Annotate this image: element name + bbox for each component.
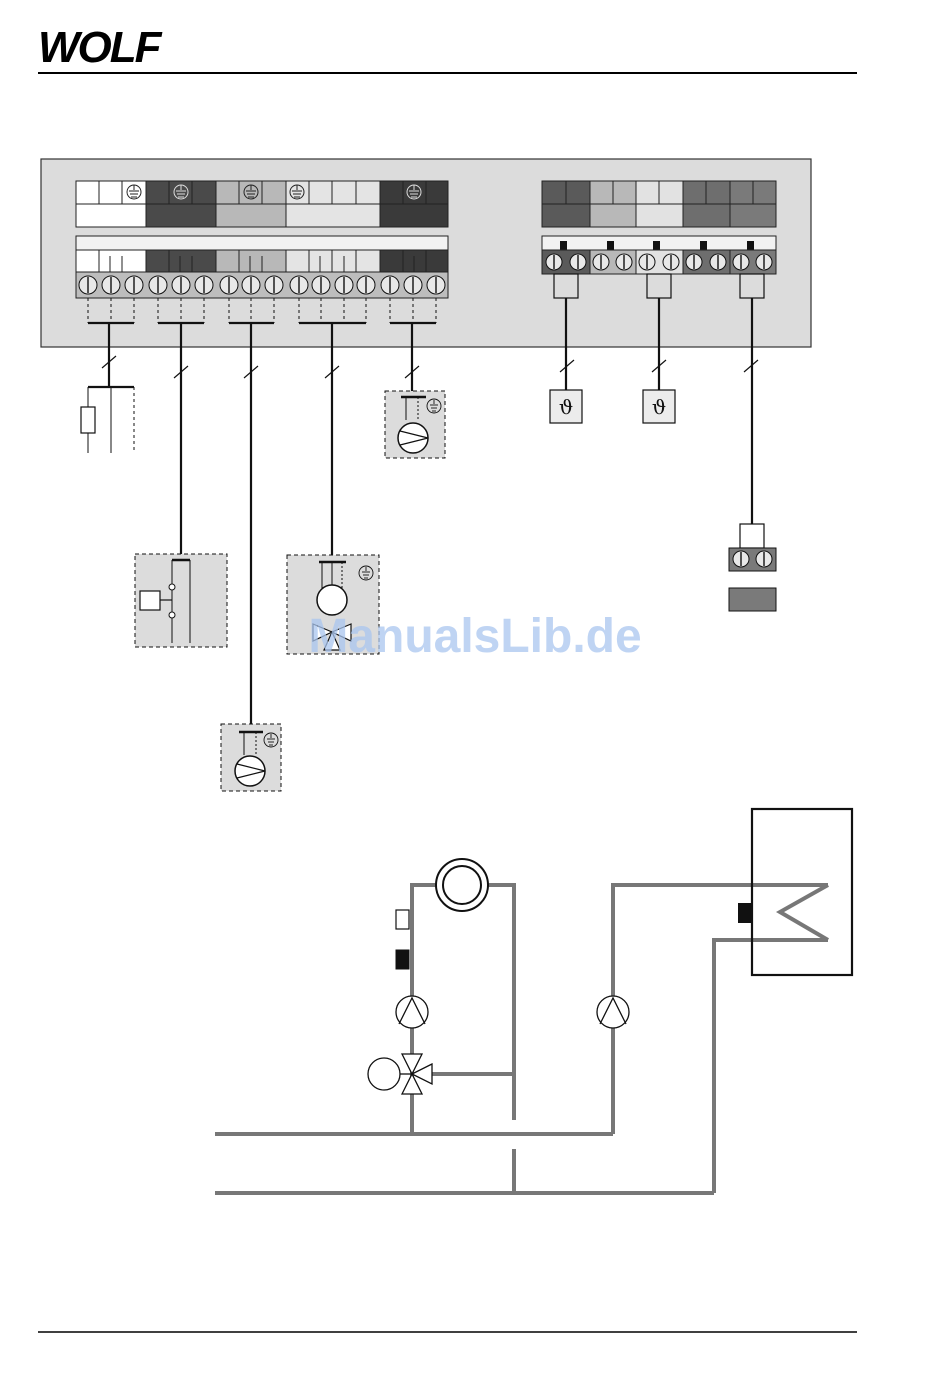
temperature-sensor-2: ϑ bbox=[643, 390, 675, 423]
switch-actuator-icon bbox=[140, 591, 160, 610]
pump-unit-top bbox=[385, 391, 445, 458]
flow-sensor-icon bbox=[396, 910, 409, 929]
pump-icon bbox=[396, 996, 428, 1028]
terminal-strip-right bbox=[542, 181, 776, 274]
sensor-symbol: ϑ bbox=[559, 395, 573, 419]
watermark: ManualsLib.de bbox=[308, 610, 641, 663]
fuse-icon bbox=[81, 407, 95, 433]
pump-icon bbox=[597, 996, 629, 1028]
pump-icon bbox=[235, 756, 265, 786]
bus-connector bbox=[729, 524, 776, 611]
mains-supply bbox=[81, 387, 134, 453]
pump-unit-bottom bbox=[221, 724, 281, 791]
hydraulic-schematic bbox=[215, 885, 828, 1193]
tank-sensor-icon bbox=[738, 903, 753, 923]
boiler-icon bbox=[436, 859, 488, 911]
temperature-sensor-1: ϑ bbox=[550, 390, 582, 423]
storage-tank-icon bbox=[752, 809, 852, 975]
pump-icon bbox=[398, 423, 428, 453]
mixer-valve-icon bbox=[368, 1054, 432, 1094]
header-logo: WOLF bbox=[38, 23, 163, 72]
flow-sensor-icon bbox=[396, 950, 409, 969]
room-thermostat-unit bbox=[135, 554, 227, 647]
terminal-strip-left bbox=[76, 181, 448, 298]
sensor-symbol: ϑ bbox=[652, 395, 666, 419]
brand-logo: WOLF bbox=[38, 23, 163, 72]
